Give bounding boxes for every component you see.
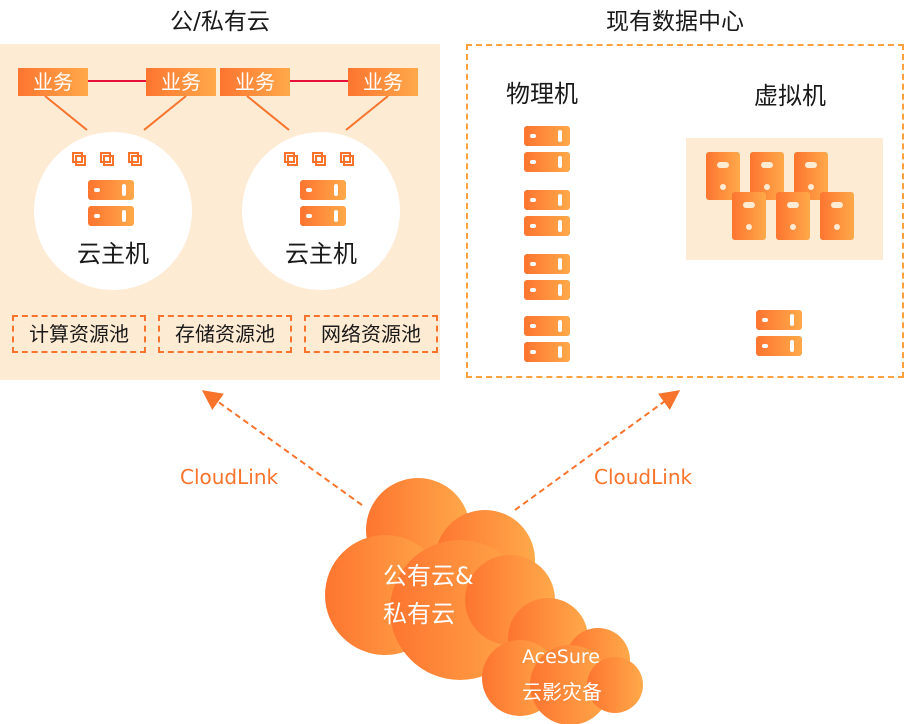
business-to-host-line [44,95,88,131]
physical-server-icon [524,316,570,336]
main-cloud-line1: 公有云& [383,562,474,590]
sub-cloud-shape [482,598,643,724]
sub-cloud-line1: AceSure [522,646,600,668]
vcpu-chip-icon [128,152,142,166]
server-icon [300,206,346,226]
business-label: 业务 [235,70,275,94]
business-label: 业务 [363,70,403,94]
business-label: 业务 [161,70,201,94]
business-box: 业务 [220,68,290,96]
business-to-host-line [345,95,389,131]
physical-server-icon [524,216,570,236]
cloudlink-arrow-right [514,390,681,511]
business-to-host-line [143,95,187,131]
virtual-machines-label: 虚拟机 [754,82,826,110]
cloudlink-label-left: CloudLink [180,465,279,489]
physical-machines-label: 物理机 [506,80,578,108]
business-to-host-line [246,95,290,131]
network-pool: 网络资源池 [304,315,438,353]
physical-server-icon [524,342,570,362]
physical-server-icon [524,190,570,210]
compute-pool: 计算资源池 [12,315,146,353]
sub-cloud-line2: 云影灾备 [522,680,602,704]
virtual-machine-icon [820,192,854,240]
host-server-icon [756,310,802,330]
server-icon [300,180,346,200]
server-icon [88,180,134,200]
physical-server-icon [524,152,570,172]
main-cloud-line2: 私有云 [383,600,455,628]
cloud-host-label: 云主机 [285,240,357,268]
vcpu-chip-icon [100,152,114,166]
business-box: 业务 [348,68,418,96]
storage-pool: 存储资源池 [158,315,292,353]
virtual-machine-icon [776,192,810,240]
business-box: 业务 [146,68,216,96]
cloud-host-label: 云主机 [77,240,149,268]
host-server-icon [756,336,802,356]
vcpu-chip-icon [340,152,354,166]
virtual-machine-icon [732,192,766,240]
server-icon [88,206,134,226]
physical-server-icon [524,126,570,146]
business-box: 业务 [18,68,88,96]
vcpu-chip-icon [312,152,326,166]
cloudlink-label-right: CloudLink [594,465,693,489]
vcpu-chip-icon [284,152,298,166]
right-section-title: 现有数据中心 [606,9,744,35]
cloudlink-arrow-left [201,390,363,506]
main-cloud-shape [325,478,555,680]
business-label: 业务 [33,70,73,94]
left-section-title: 公/私有云 [170,9,270,35]
physical-server-icon [524,280,570,300]
vcpu-chip-icon [72,152,86,166]
physical-server-icon [524,254,570,274]
